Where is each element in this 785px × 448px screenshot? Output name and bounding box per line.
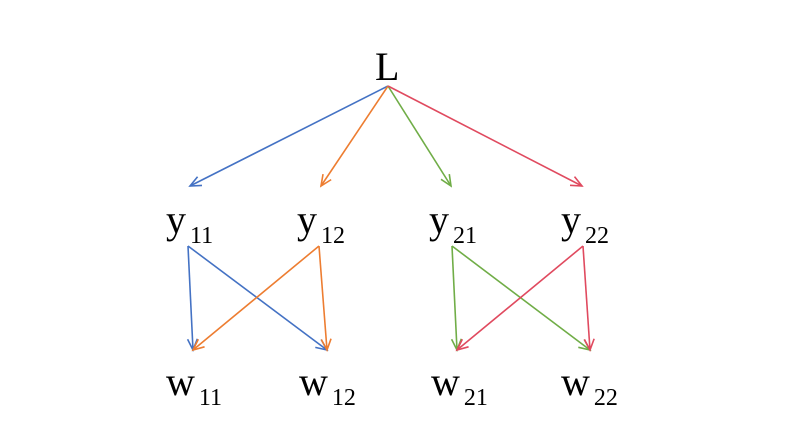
arrowhead bbox=[440, 174, 453, 188]
node-y22-label: y bbox=[561, 197, 581, 242]
edge-y22-w21 bbox=[455, 245, 584, 352]
node-w12-label: w bbox=[299, 359, 328, 404]
arrowhead bbox=[569, 176, 584, 187]
node-L-label: L bbox=[375, 44, 400, 89]
edge-y22-w22 bbox=[582, 245, 595, 352]
node-w11-subscript: 11 bbox=[198, 385, 222, 411]
edge-L-y12 bbox=[319, 85, 389, 188]
node-w22-label: w bbox=[561, 359, 590, 404]
edge-y12-w11 bbox=[191, 245, 320, 352]
node-w11-label: w bbox=[166, 359, 195, 404]
node-y11-subscript: 11 bbox=[190, 223, 214, 249]
edge-line bbox=[387, 85, 452, 187]
edge-L-y22 bbox=[387, 85, 584, 187]
edge-L-y21 bbox=[387, 85, 453, 188]
node-y22-subscript: 22 bbox=[585, 223, 609, 249]
node-w12-subscript: 12 bbox=[331, 385, 356, 411]
node-w21-label: w bbox=[431, 359, 460, 404]
edge-y11-w12 bbox=[187, 245, 329, 352]
edge-line bbox=[187, 245, 194, 351]
node-L: L bbox=[375, 47, 399, 87]
edge-L-y11 bbox=[188, 85, 389, 187]
edge-line bbox=[582, 245, 591, 351]
edge-line bbox=[387, 85, 583, 187]
edge-line bbox=[320, 85, 389, 187]
node-y21-subscript: 21 bbox=[453, 223, 477, 249]
arrowhead bbox=[319, 174, 332, 188]
edge-y21-w21 bbox=[450, 245, 463, 352]
edge-line bbox=[456, 245, 584, 351]
edge-line bbox=[318, 245, 328, 351]
edge-y11-w11 bbox=[186, 245, 199, 352]
edge-line bbox=[189, 85, 389, 187]
node-y11-label: y bbox=[166, 197, 186, 242]
arrowhead bbox=[320, 338, 332, 352]
edge-line bbox=[187, 245, 328, 351]
node-y12-label: y bbox=[297, 197, 317, 242]
node-w22-subscript: 22 bbox=[593, 385, 618, 411]
node-y12-subscript: 12 bbox=[321, 223, 345, 249]
arrowhead bbox=[583, 338, 595, 352]
arrowhead bbox=[191, 338, 205, 352]
arrowhead bbox=[188, 176, 203, 187]
edge-y12-w12 bbox=[318, 245, 332, 352]
node-y21-label: y bbox=[429, 197, 449, 242]
edge-line bbox=[451, 245, 458, 351]
arrowhead bbox=[455, 338, 469, 352]
edge-line bbox=[192, 245, 320, 351]
node-w21-subscript: 21 bbox=[463, 385, 488, 411]
